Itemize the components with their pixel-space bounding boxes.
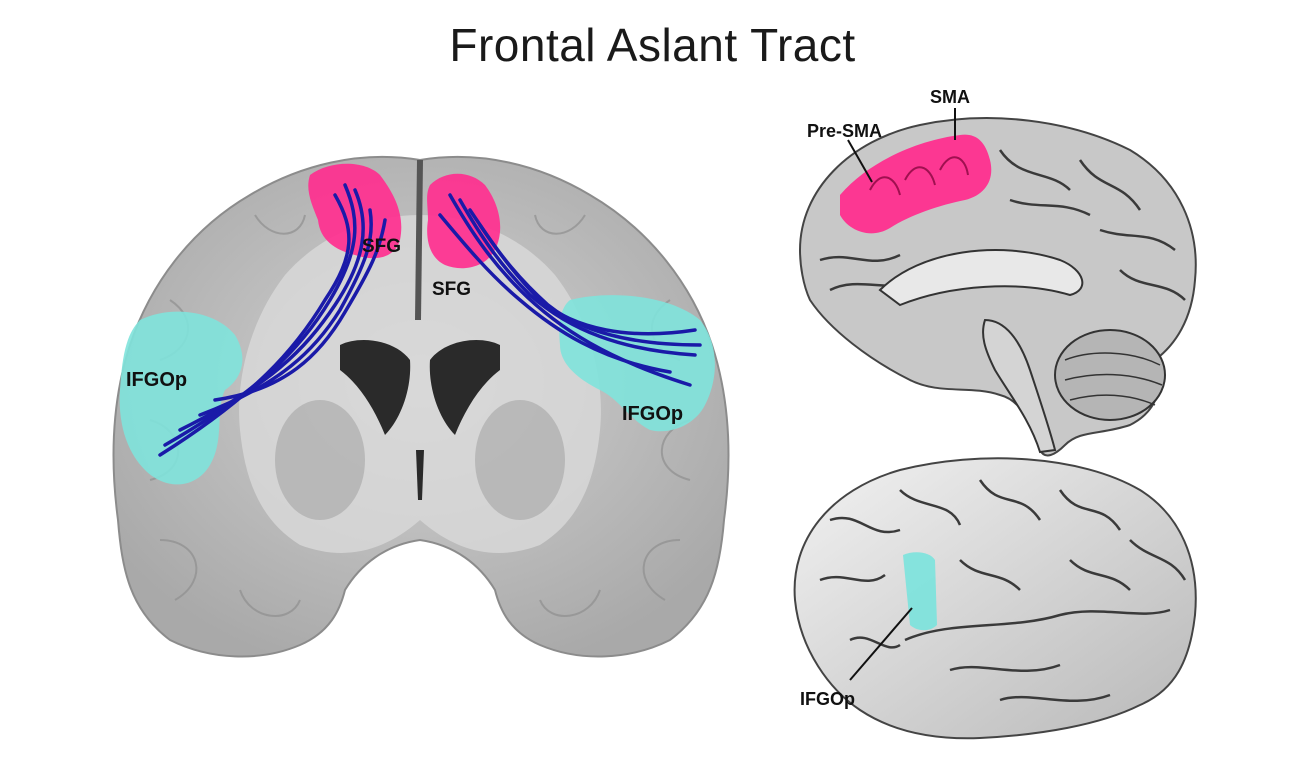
frontal-aslant-tract-left <box>158 183 387 457</box>
lateral-brain-view: IFGOp <box>793 457 1197 740</box>
lateral-outline <box>793 457 1197 740</box>
medial-sulci <box>819 149 1186 301</box>
label-ifgop-left: IFGOp <box>126 369 187 391</box>
basal-ganglia-left <box>275 400 365 520</box>
figure-title: Frontal Aslant Tract <box>449 19 856 71</box>
label-ifgop-right: IFGOp <box>622 403 683 425</box>
lateral-ventricle-right <box>429 340 500 435</box>
sma-region <box>840 134 992 234</box>
coronal-brain-section: SFG SFG IFGOp IFGOp <box>112 155 730 658</box>
label-ifgop-lateral: IFGOp <box>800 689 855 709</box>
cerebellum-folia <box>1064 352 1163 406</box>
third-ventricle <box>416 450 424 500</box>
ifgop-region-lateral <box>903 552 937 631</box>
label-sma: SMA <box>930 87 970 107</box>
pre-sma-leader-line <box>847 139 873 183</box>
label-sfg-left: SFG <box>362 236 401 257</box>
corpus-callosum <box>878 249 1084 307</box>
lateral-ventricle-left <box>340 340 411 435</box>
lateral-sulci <box>819 479 1187 703</box>
ifgop-leader-line <box>849 607 913 681</box>
basal-ganglia-right <box>475 400 565 520</box>
label-pre-sma: Pre-SMA <box>807 121 882 141</box>
longitudinal-fissure <box>415 159 423 321</box>
medial-brain-view: SMA Pre-SMA <box>798 87 1197 457</box>
brainstem <box>982 318 1057 454</box>
frontal-aslant-tract-right <box>438 193 702 387</box>
ifgop-region-left <box>119 311 243 485</box>
sma-gyri <box>869 156 969 196</box>
label-sfg-right: SFG <box>432 279 471 300</box>
